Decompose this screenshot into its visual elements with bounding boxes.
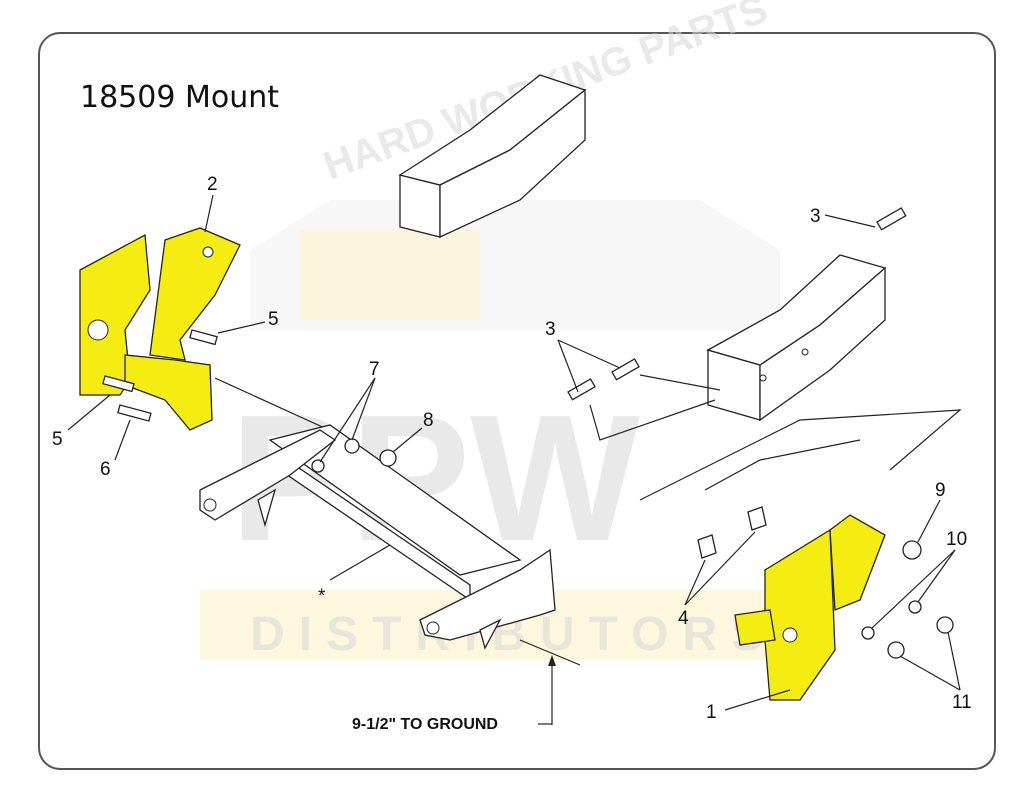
leader-lines [67,194,961,725]
diagram-frame [38,32,996,770]
bolts-5-6 [102,329,341,436]
callout-2: 2 [207,174,218,195]
spacer-plates [639,409,962,559]
page-title: 18509 Mount [80,80,279,115]
nuts-7-8 [311,438,397,473]
callout-9: 9 [935,480,946,501]
callout-11: 11 [952,692,972,713]
callout-7: 7 [369,359,380,380]
callout-5-upper: 5 [268,309,279,330]
callout-10: 10 [946,529,967,550]
receiver-tube-right [706,254,887,422]
callout-5-lower: 5 [52,429,63,450]
callout-3-upper: 3 [810,206,821,227]
right-mount-bracket [734,514,886,701]
callout-1: 1 [706,702,717,723]
callout-6: 6 [100,459,111,480]
crossbar-frame [199,424,556,650]
hardware-9-10-11 [861,540,954,659]
callout-4: 4 [678,608,689,629]
callout-star: * [318,586,326,607]
ground-clearance-note: 9-1/2" TO GROUND [352,716,498,733]
hitch-pins [567,207,907,441]
receiver-tube-top [398,74,587,239]
left-mount-bracket [79,227,241,431]
callout-3-lower: 3 [545,319,556,340]
callout-8: 8 [423,410,434,431]
